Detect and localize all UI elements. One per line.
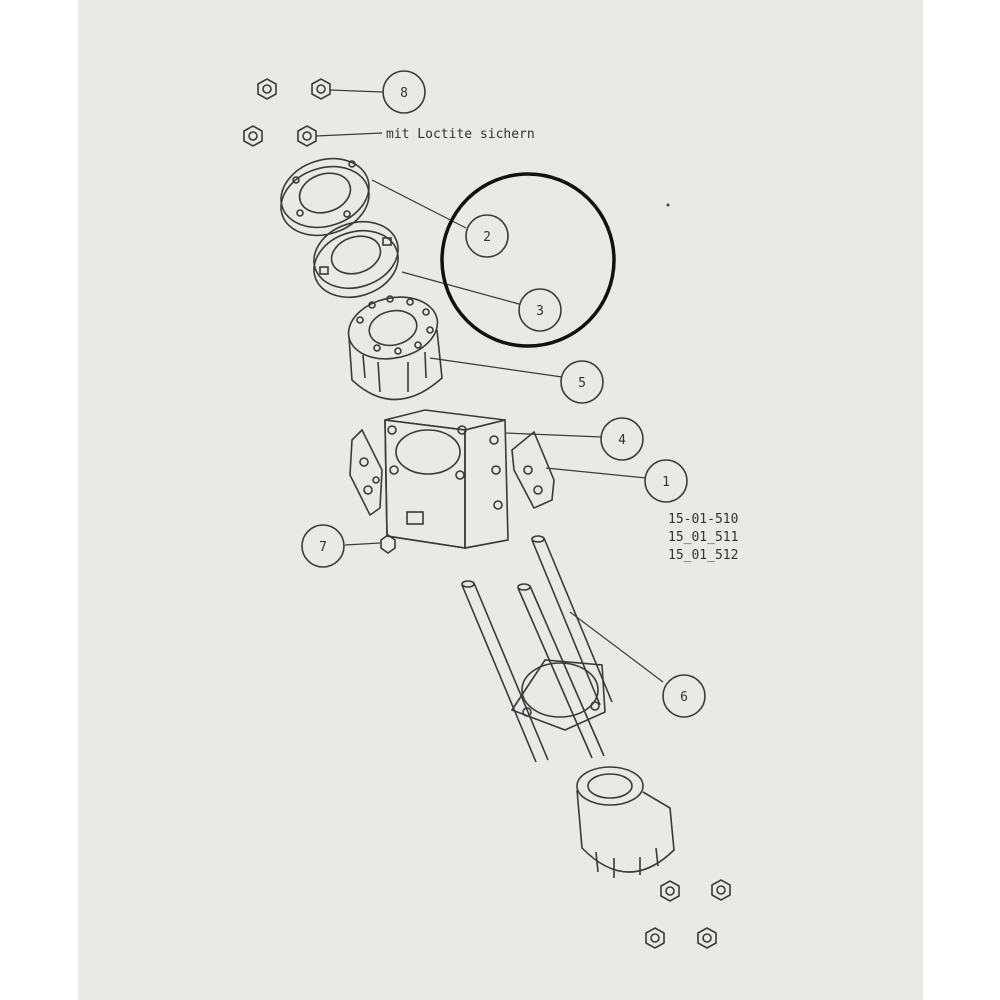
callout-label-3: 3 <box>536 304 544 319</box>
callout-circle-7 <box>301 524 345 568</box>
ring-part-3 <box>313 220 399 299</box>
callout-label-5: 5 <box>578 376 586 391</box>
callout-circle-1 <box>644 459 688 503</box>
callout-label-2: 2 <box>483 230 491 245</box>
callout-label-4: 4 <box>618 433 626 448</box>
nut-bottom-3 <box>645 927 665 949</box>
callout-label-1: 1 <box>662 475 670 490</box>
bottom-plate <box>510 659 606 731</box>
leader-lines <box>315 89 664 683</box>
drawing-number-3: 15_01_512 <box>668 548 738 563</box>
callout-label-8: 8 <box>400 86 408 101</box>
callout-circle-3 <box>518 288 562 332</box>
callout-circle-4 <box>600 417 644 461</box>
rods-part-6 <box>461 535 613 763</box>
callout-label-6: 6 <box>680 690 688 705</box>
callout-circle-6 <box>662 674 706 718</box>
dust-dot <box>666 203 670 207</box>
nut-bottom-2 <box>711 879 731 901</box>
nut-top-2 <box>311 78 331 100</box>
paper-sheet <box>78 0 923 1000</box>
nut-bottom-1 <box>660 880 680 902</box>
highlight-circle <box>440 172 616 348</box>
drawing-number-1: 15-01-510 <box>668 512 738 527</box>
housing-block <box>384 409 509 549</box>
clamp-plate-left <box>349 428 383 517</box>
callout-circle-8 <box>382 70 426 114</box>
sleeve-part-5 <box>347 295 443 401</box>
nut-top-4 <box>297 125 317 147</box>
clamp-plate-part-1 <box>511 430 555 510</box>
callout-label-7: 7 <box>319 540 327 555</box>
ring-part-2 <box>280 157 370 237</box>
callout-circle-2 <box>465 214 509 258</box>
nut-top-1 <box>257 78 277 100</box>
loctite-note: mit Loctite sichern <box>386 127 535 142</box>
callout-circle-5 <box>560 360 604 404</box>
nut-top-3 <box>243 125 263 147</box>
nut-bottom-4 <box>697 927 717 949</box>
nut-part-7 <box>380 534 396 554</box>
drawing-number-2: 15_01_511 <box>668 530 738 545</box>
bottom-sleeve <box>576 766 675 878</box>
